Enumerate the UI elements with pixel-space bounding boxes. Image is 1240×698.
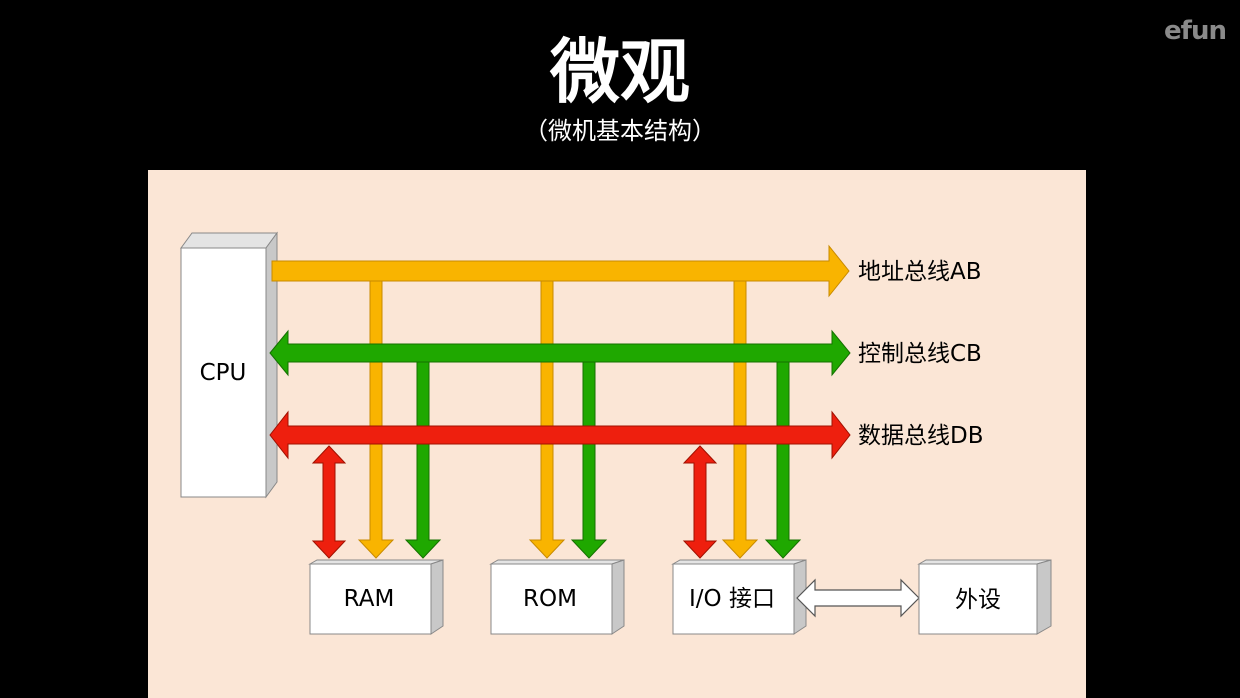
cpu-label: CPU	[200, 360, 247, 386]
page-subtitle: （微机基本结构）	[524, 117, 716, 145]
rom-block: ROM	[489, 559, 625, 635]
peripheral-label: 外设	[955, 587, 1001, 613]
data-bus	[269, 410, 851, 559]
page-title: 微观	[550, 31, 690, 113]
data-bus-label: 数据总线DB	[858, 423, 984, 449]
address-bus	[271, 244, 850, 559]
cpu-block: CPU	[180, 231, 278, 499]
io-interface-label: I/O 接口	[689, 586, 775, 612]
control-bus-label: 控制总线CB	[858, 341, 982, 367]
ram-block: RAM	[308, 559, 444, 635]
control-bus	[269, 329, 851, 559]
efun-logo: efun	[1164, 16, 1227, 46]
rom-label: ROM	[523, 586, 577, 612]
ram-label: RAM	[344, 586, 395, 612]
peripheral-link-arrow	[796, 578, 920, 618]
address-bus-label: 地址总线AB	[858, 259, 982, 285]
peripheral-block: 外设	[917, 559, 1052, 635]
io-interface-block: I/O 接口	[671, 559, 807, 635]
